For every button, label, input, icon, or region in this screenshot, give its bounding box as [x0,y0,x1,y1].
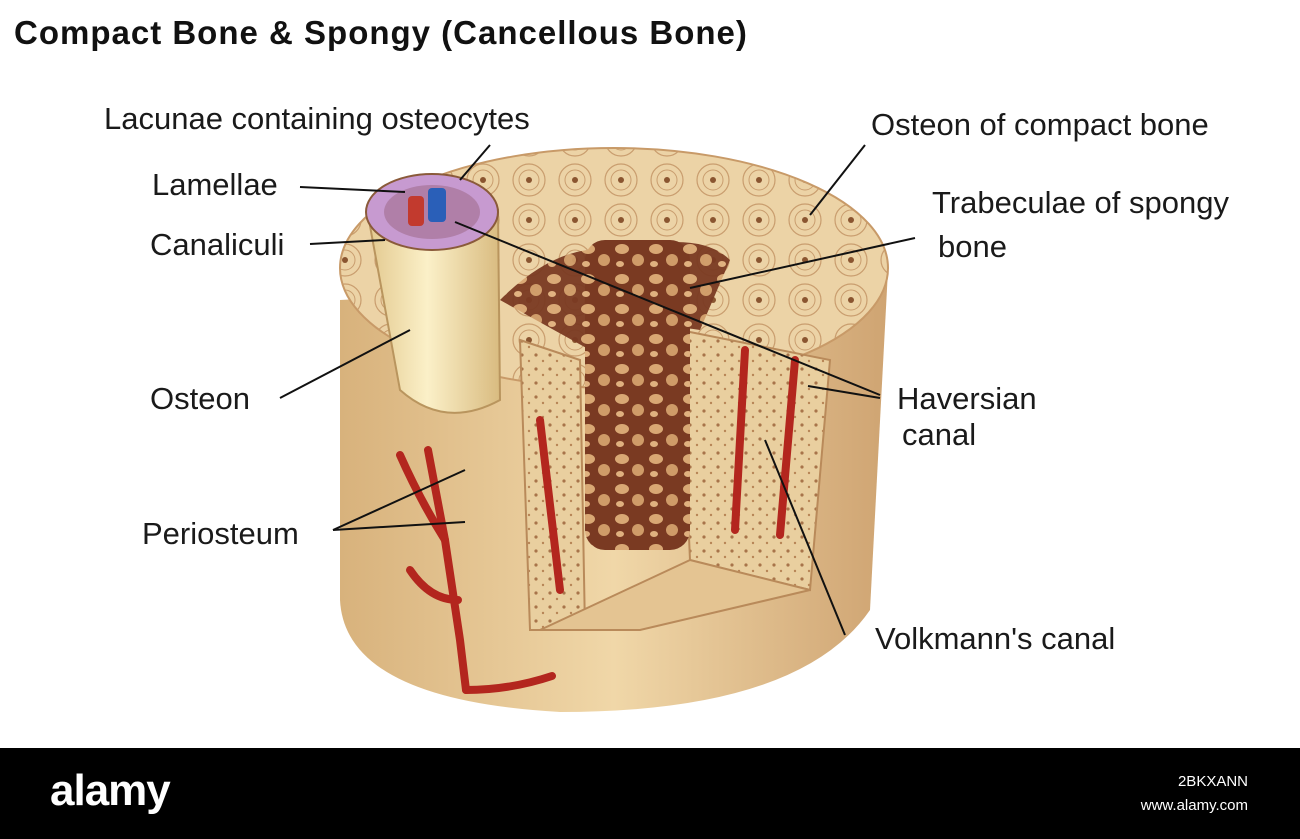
label-canaliculi: Canaliculi [150,227,285,262]
cutaway-section [500,240,832,631]
artery-icon [408,196,424,226]
label-haversian-line2: canal [902,417,977,452]
stock-footer: alamy 2BKXANN www.alamy.com [0,748,1300,839]
diagram-stage: Compact Bone & Spongy (Cancellous Bone) … [14,14,1229,712]
osteon-cylinder [365,173,502,414]
diagram-title: Compact Bone & Spongy (Cancellous Bone) [14,14,748,51]
brand-logo: alamy [50,766,171,815]
image-credit: 2BKXANN www.alamy.com [1141,770,1248,818]
label-haversian-line1: Haversian [897,381,1037,416]
label-osteon: Osteon [150,381,250,416]
label-trabeculae-line2: bone [938,229,1007,264]
label-periosteum: Periosteum [142,516,299,551]
label-trabeculae-line1: Trabeculae of spongy [932,185,1229,220]
label-osteon-compact: Osteon of compact bone [871,107,1209,142]
label-pointers [279,144,916,636]
label-volkmann: Volkmann's canal [875,621,1116,656]
label-lamellae: Lamellae [152,167,278,202]
blood-vessels [396,346,799,694]
site-url: www.alamy.com [1140,797,1248,814]
image-id: 2BKXANN [1177,773,1248,790]
bone-structure-illustration [279,144,916,712]
vein-icon [428,188,446,222]
label-lacunae: Lacunae containing osteocytes [104,101,530,136]
